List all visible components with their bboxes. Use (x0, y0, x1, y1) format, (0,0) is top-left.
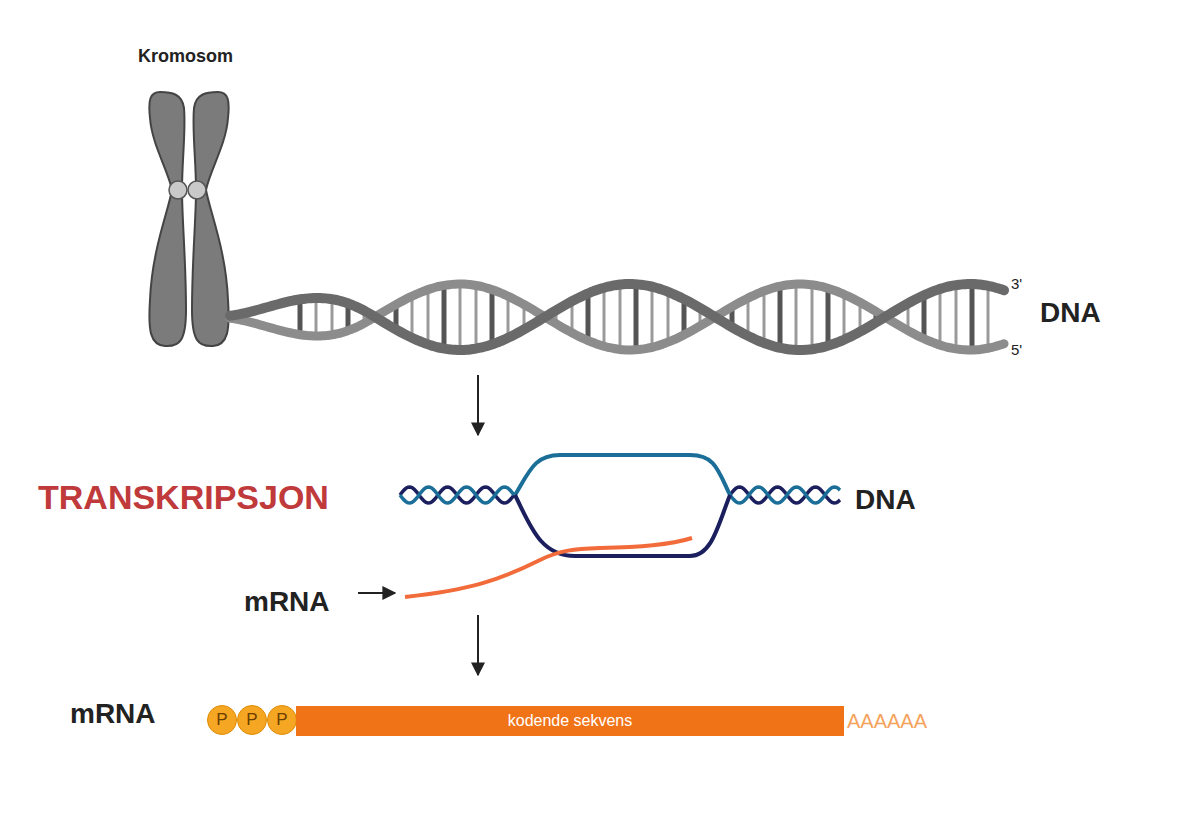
process-arrow (477, 375, 479, 435)
phosphate-circle: P (267, 705, 297, 735)
dna-strand (730, 487, 840, 503)
dna-label: DNA (855, 485, 916, 516)
strand-end-label: 5' (1011, 342, 1022, 359)
base-pair (763, 291, 766, 343)
phosphate-label: P (216, 711, 227, 730)
base-pair (922, 295, 927, 339)
base-pair (634, 284, 639, 350)
base-pair (315, 298, 318, 336)
base-pair (603, 288, 606, 347)
base-pair (843, 294, 846, 339)
base-pair (970, 284, 975, 350)
dna-strand (230, 284, 1004, 350)
base-pair (795, 284, 798, 350)
base-pair (778, 286, 783, 348)
phosphate-label: P (246, 711, 257, 730)
base-pair (826, 288, 831, 345)
mrna-label: mRNA (244, 587, 330, 618)
coding-sequence-bar: kodende sekvens (296, 706, 844, 736)
dna-helix-small (400, 487, 840, 503)
coding-strand (515, 455, 730, 495)
strand-end-label: 3' (1011, 276, 1022, 293)
base-pair (987, 286, 990, 348)
mrna-strand (405, 538, 692, 597)
base-pair (490, 290, 495, 345)
dna-strand (230, 284, 1004, 350)
dna-strand (730, 487, 840, 503)
poly-a-tail: AAAAAA (847, 710, 927, 732)
base-pair (955, 285, 958, 349)
pointer-arrow (358, 592, 395, 594)
chromosome-label: Kromosom (138, 47, 233, 67)
mrna-label: mRNA (70, 699, 156, 730)
dna-strand (400, 487, 514, 503)
process-title: TRANSKRIPSJON (38, 479, 329, 516)
base-pair (442, 285, 447, 348)
base-pair (939, 289, 942, 345)
base-pair (331, 299, 334, 335)
phosphate-circle: P (207, 705, 237, 735)
base-pair (619, 285, 622, 350)
base-pair (811, 285, 814, 349)
base-pair (507, 296, 510, 338)
chromosome (149, 92, 228, 346)
process-arrow (477, 615, 479, 675)
phosphate-circle: P (237, 705, 267, 735)
dna-strand (400, 487, 514, 503)
base-pair (475, 285, 478, 348)
dna-label: DNA (1040, 298, 1101, 329)
base-pair (411, 296, 414, 338)
base-pair (586, 293, 591, 340)
base-pair (427, 290, 430, 345)
base-pair (459, 284, 462, 350)
dna-helix (230, 284, 1004, 350)
base-pair (667, 292, 670, 342)
base-pair (651, 287, 654, 348)
sequence-label: kodende sekvens (508, 712, 633, 730)
phosphate-label: P (276, 711, 287, 730)
